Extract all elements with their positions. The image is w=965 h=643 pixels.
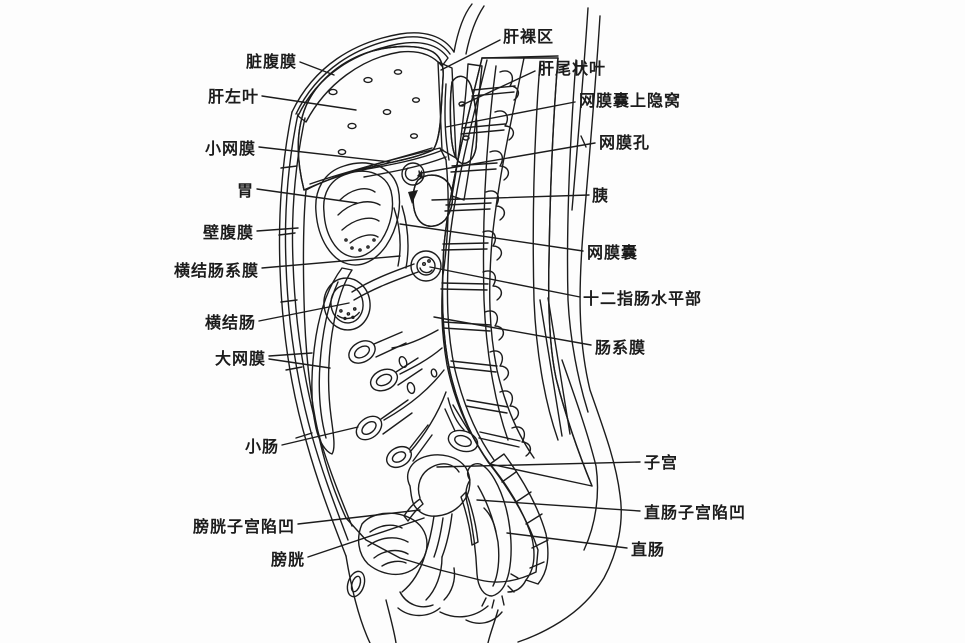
- leader-pancreas: [431, 194, 590, 201]
- label-pancreas: 胰: [592, 186, 610, 205]
- pubic-symphysis-shape: [346, 570, 366, 598]
- greater-omentum-shape: [311, 267, 353, 455]
- leader-parietal-peritoneum: [256, 227, 299, 232]
- label-rectouterine-pouch: 直肠子宫陷凹: [644, 503, 747, 522]
- leader-rectum: [506, 532, 628, 549]
- uterus-shape: [403, 454, 471, 558]
- peritoneal-cavity: [302, 61, 539, 583]
- label-omental-bursa: 网膜囊: [587, 243, 639, 262]
- leader-omental-foramen: [420, 142, 596, 174]
- transverse-mesocolon-shape: [351, 263, 419, 301]
- rectum-shape: [460, 463, 519, 609]
- perineum-folds: [397, 554, 503, 624]
- leader-small-intestine: [281, 426, 359, 446]
- label-omental-foramen: 网膜孔: [599, 133, 651, 152]
- vertebral-column: [440, 55, 599, 551]
- label-transverse-mesocolon: 横结肠系膜: [173, 261, 259, 280]
- rectouterine-crease: [460, 491, 479, 546]
- label-superior-recess-of-omental-bursa: 网膜囊上隐窝: [579, 91, 682, 110]
- omental-bursa-membranes: [393, 205, 409, 269]
- label-lesser-omentum: 小网膜: [204, 139, 256, 158]
- leader-uterus: [436, 461, 641, 468]
- lymph-nodes: [398, 355, 438, 395]
- label-horizontal-part-of-duodenum: 十二指肠水平部: [583, 289, 703, 308]
- body-outline: [278, 3, 622, 643]
- label-stomach: 胃: [236, 181, 254, 200]
- leader-greater-omentum: [268, 358, 331, 369]
- vagina-back-wall: [441, 513, 453, 558]
- leader-urinary-bladder: [307, 517, 425, 558]
- lesser-omentum-shape: [361, 149, 447, 178]
- leader-transverse-mesocolon: [261, 255, 401, 269]
- leader-lesser-omentum: [258, 146, 391, 163]
- label-liver-left-lobe: 肝左叶: [207, 87, 259, 106]
- leader-lines: [256, 39, 641, 558]
- leader-stomach: [256, 188, 358, 204]
- leader-rectouterine-pouch: [476, 499, 641, 512]
- label-uterus: 子宫: [644, 453, 679, 472]
- leader-superior-recess-of-omental-bursa: [445, 101, 576, 128]
- label-vesicouterine-pouch: 膀胱子宫陷凹: [192, 517, 295, 536]
- leader-omental-bursa: [399, 223, 584, 252]
- coccyx-tip: [507, 579, 527, 593]
- label-small-intestine: 小肠: [244, 437, 279, 456]
- leader-liver-left-lobe: [261, 95, 357, 111]
- label-urinary-bladder: 膀胱: [270, 550, 305, 569]
- label-bare-area-of-liver: 肝裸区: [503, 27, 555, 46]
- intervertebral-discs: [440, 85, 521, 448]
- sacrum-shape: [489, 453, 549, 593]
- label-parietal-peritoneum: 壁腹膜: [202, 223, 254, 242]
- bladder-shape: [357, 512, 428, 576]
- duodenum-shape: [410, 250, 442, 282]
- small-intestine-loops: [348, 331, 479, 469]
- leader-horizontal-part-of-duodenum: [429, 266, 581, 298]
- leader-mesentery: [433, 316, 592, 346]
- label-greater-omentum: 大网膜: [214, 349, 266, 368]
- leader-vesicouterine-pouch: [297, 509, 421, 525]
- label-caudate-lobe-of-liver: 肝尾状叶: [538, 59, 607, 78]
- label-visceral-peritoneum: 脏腹膜: [245, 52, 297, 71]
- vesicouterine-crease: [403, 498, 424, 522]
- caudate-lobe-shape: [444, 75, 478, 165]
- subphrenic-space: [297, 41, 449, 123]
- spinous-processes: [482, 61, 559, 457]
- label-rectum: 直肠: [631, 540, 666, 559]
- leader-caudate-lobe-of-liver: [459, 70, 536, 107]
- aorta-stripe: [451, 63, 483, 201]
- label-transverse-colon: 横结肠: [204, 313, 256, 332]
- leader-greater-omentum: [268, 352, 313, 357]
- vaginal-canal: [433, 517, 444, 558]
- leader-transverse-colon: [258, 302, 350, 322]
- label-mesentery: 肠系膜: [595, 338, 647, 357]
- leader-visceral-peritoneum: [299, 61, 335, 76]
- leader-bare-area-of-liver: [440, 39, 501, 71]
